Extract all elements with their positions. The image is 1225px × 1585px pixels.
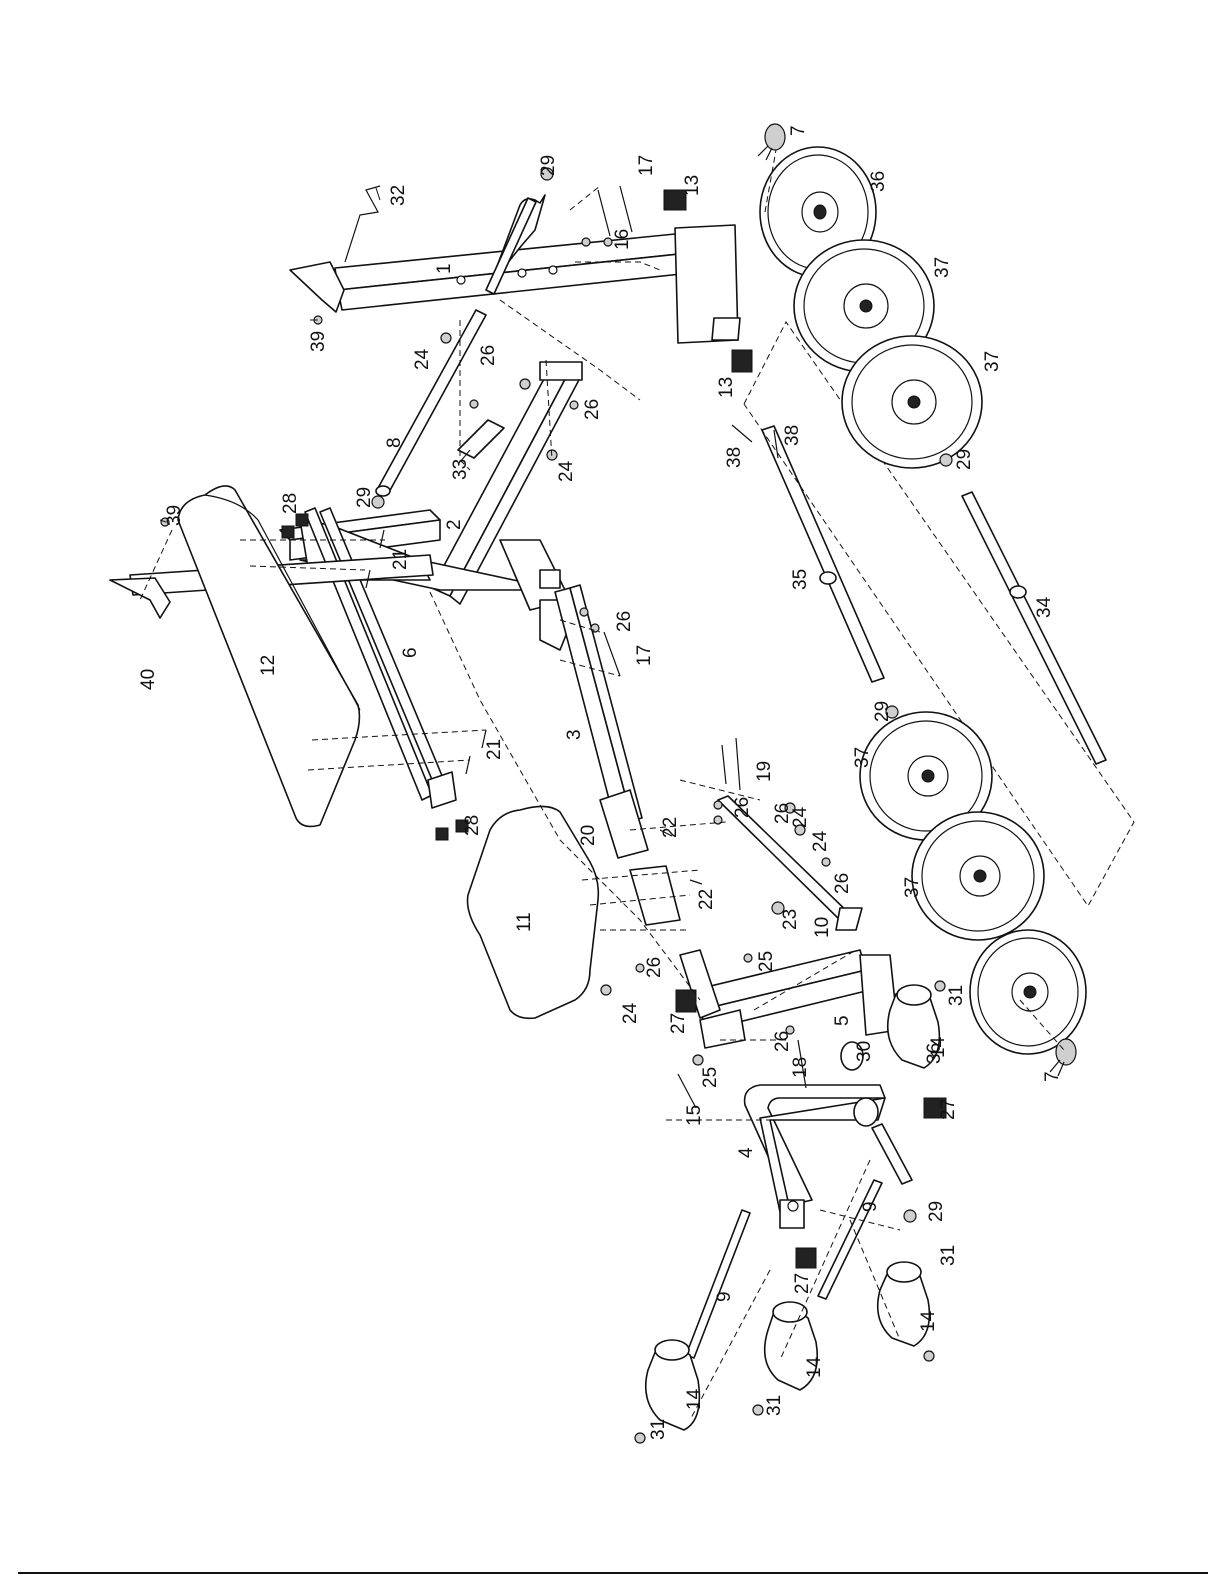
callout-13: 13 [682, 175, 703, 196]
weight-plate-part-37 [912, 812, 1044, 940]
callout-32: 32 [388, 185, 409, 206]
callout-1: 1 [434, 263, 455, 274]
callout-28: 28 [280, 493, 301, 514]
callout-17: 17 [634, 645, 655, 666]
callout-14: 14 [684, 1388, 705, 1410]
callout-23: 23 [780, 909, 801, 930]
callout-21: 21 [390, 549, 411, 570]
callout-38: 38 [782, 425, 803, 446]
callout-21: 21 [484, 739, 505, 760]
callout-20: 20 [578, 825, 599, 846]
callout-27: 27 [938, 1099, 959, 1120]
callout-26: 26 [582, 399, 603, 420]
callout-25: 25 [756, 951, 777, 972]
callout-31: 31 [946, 985, 967, 1006]
callout-29: 29 [872, 701, 893, 722]
callout-16: 16 [612, 229, 633, 250]
callout-24: 24 [810, 830, 831, 852]
callout-11: 11 [514, 912, 535, 932]
callout-37: 37 [852, 747, 873, 768]
callout-26: 26 [732, 797, 753, 818]
callout-25: 25 [700, 1067, 721, 1088]
callout-24: 24 [620, 1002, 641, 1024]
callout-26: 26 [614, 611, 635, 632]
callout-7: 7 [1042, 1071, 1063, 1082]
callout-4: 4 [736, 1147, 757, 1158]
callout-5: 5 [832, 1015, 853, 1026]
callout-14: 14 [918, 1310, 939, 1332]
callout-19: 19 [754, 761, 775, 782]
callout-31: 31 [648, 1419, 669, 1440]
callout-3: 3 [564, 729, 585, 740]
callout-13: 13 [716, 377, 737, 398]
callout-35: 35 [790, 569, 811, 590]
callout-24: 24 [412, 348, 433, 370]
callout-37: 37 [982, 351, 1003, 372]
callout-38: 38 [724, 447, 745, 468]
spring-collar-part-7 [758, 124, 785, 160]
callout-18: 18 [790, 1057, 811, 1078]
callout-9: 9 [860, 1201, 881, 1212]
callout-37: 37 [902, 877, 923, 898]
callout-40: 40 [138, 669, 159, 690]
callout-10: 10 [812, 917, 833, 938]
callout-6: 6 [400, 647, 421, 658]
callout-26: 26 [772, 803, 793, 824]
callout-2: 2 [444, 519, 465, 530]
callout-37: 37 [932, 257, 953, 278]
callout-8: 8 [384, 437, 405, 448]
callout-39: 39 [164, 505, 185, 526]
bar-part-35 [762, 426, 884, 682]
callout-26: 26 [832, 873, 853, 894]
callout-29: 29 [354, 487, 375, 508]
callout-34: 34 [1034, 596, 1055, 618]
callout-24: 24 [790, 806, 811, 828]
callout-27: 27 [792, 1273, 813, 1294]
callout-26: 26 [772, 1031, 793, 1052]
callout-7: 7 [788, 125, 809, 136]
callout-36: 36 [868, 171, 889, 192]
callout-28: 28 [462, 815, 483, 836]
callout-15: 15 [684, 1105, 705, 1126]
callout-22: 22 [696, 889, 717, 910]
callout-30: 30 [854, 1041, 875, 1062]
weight-plate-part-36 [970, 930, 1086, 1054]
callout-31: 31 [764, 1395, 785, 1416]
callout-22: 22 [660, 817, 681, 838]
callout-24: 24 [556, 460, 577, 482]
callout-29: 29 [538, 155, 559, 176]
callout-39: 39 [308, 331, 329, 352]
page-bottom-rule [18, 1572, 1208, 1574]
bracket-part-33 [458, 420, 504, 458]
bar-part-34 [962, 492, 1106, 764]
callout-29: 29 [926, 1201, 947, 1222]
callout-14: 14 [804, 1356, 825, 1378]
pin-part-32 [345, 186, 380, 262]
callout-29: 29 [954, 449, 975, 470]
callout-9: 9 [714, 1291, 735, 1302]
callout-26: 26 [478, 345, 499, 366]
callout-36: 36 [924, 1043, 945, 1064]
callout-17: 17 [636, 155, 657, 176]
callout-12: 12 [258, 655, 279, 676]
callout-27: 27 [668, 1013, 689, 1034]
callout-31: 31 [938, 1245, 959, 1266]
weight-plate-part-37 [842, 336, 982, 468]
callout-26: 26 [644, 957, 665, 978]
